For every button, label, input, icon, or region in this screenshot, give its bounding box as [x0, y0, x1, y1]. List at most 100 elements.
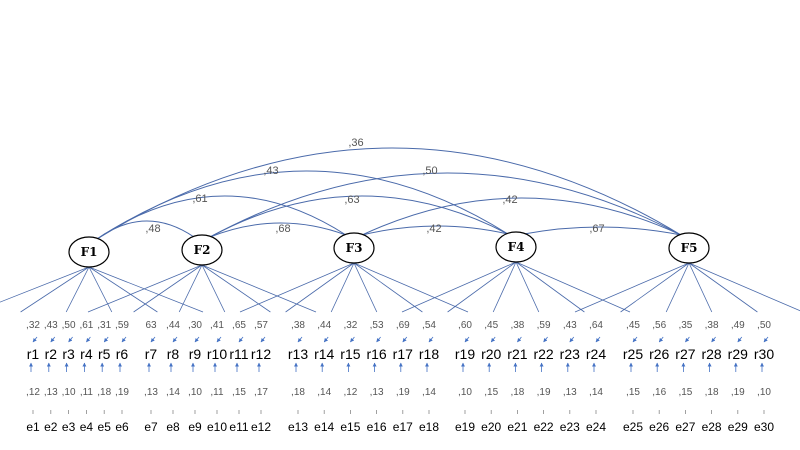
- item-r8: r8: [167, 346, 180, 362]
- loading-arrow-r23: [569, 336, 575, 343]
- error-e30: e30: [754, 420, 774, 434]
- correlation-arcs: [96, 147, 682, 240]
- loading-line-r18: [353, 262, 469, 313]
- loading-value-r16: ,53: [370, 320, 384, 331]
- loading-line-r5: [88, 266, 158, 313]
- correlation-arc-f1-f5: [96, 147, 682, 240]
- error-e12: e12: [251, 420, 271, 434]
- item-r13: r13: [288, 346, 308, 362]
- error-e11: e11: [229, 420, 248, 434]
- loading-arrow-r13: [297, 336, 303, 343]
- loading-arrow-r16: [376, 336, 381, 343]
- diagram-labels: ,48,61,43,36,68,63,50,42,42,67,32r1,12e1…: [26, 137, 774, 434]
- loading-value-r28: ,38: [705, 320, 719, 331]
- error-value-e19: ,10: [458, 387, 472, 398]
- error-value-e14: ,14: [317, 387, 331, 398]
- factor-node-f3: [333, 232, 375, 264]
- error-e9: e9: [188, 420, 202, 434]
- loading-arrow-r25: [632, 336, 638, 343]
- correlation-value-f1-f2: ,48: [145, 223, 160, 235]
- correlation-value-f2-f5: ,50: [422, 165, 437, 177]
- correlation-value-f3-f5: ,42: [502, 194, 517, 206]
- loading-arrow-r5: [103, 336, 109, 343]
- item-r18: r18: [419, 346, 439, 362]
- loading-arrow-r28: [711, 336, 716, 343]
- error-e5: e5: [98, 420, 112, 434]
- error-value-e11: ,15: [232, 387, 246, 398]
- error-value-e22: ,19: [537, 387, 551, 398]
- item-r14: r14: [314, 346, 334, 362]
- error-value-e1: ,12: [26, 387, 40, 398]
- item-r10: r10: [207, 346, 227, 362]
- loading-arrow-r2: [50, 336, 56, 343]
- loading-value-r14: ,44: [317, 320, 331, 331]
- loading-value-r30: ,50: [757, 320, 771, 331]
- loading-line-r20: [447, 261, 517, 313]
- item-r5: r5: [98, 346, 111, 362]
- error-value-e21: ,18: [510, 387, 524, 398]
- error-e16: e16: [367, 420, 387, 434]
- loading-value-r24: ,64: [589, 320, 603, 331]
- loading-line-r26: [620, 262, 690, 313]
- item-r26: r26: [649, 346, 669, 362]
- item-r22: r22: [533, 346, 553, 362]
- loading-value-r18: ,54: [422, 320, 436, 331]
- loading-value-r22: ,59: [537, 320, 551, 331]
- item-r2: r2: [45, 346, 58, 362]
- loading-line-r28: [688, 262, 713, 313]
- loading-value-r10: ,41: [210, 320, 224, 331]
- loading-arrow-r8: [172, 336, 178, 343]
- error-value-e29: ,19: [731, 387, 745, 398]
- error-value-e23: ,13: [563, 387, 577, 398]
- loading-arrow-r3: [68, 336, 73, 343]
- error-value-e20: ,15: [484, 387, 498, 398]
- loading-value-r3: ,50: [62, 320, 76, 331]
- loading-arrow-r14: [323, 336, 329, 343]
- error-e23: e23: [560, 420, 580, 434]
- loading-line-r4: [88, 266, 113, 313]
- item-r28: r28: [701, 346, 721, 362]
- item-r29: r29: [728, 346, 748, 362]
- loading-line-r6: [88, 266, 204, 313]
- error-value-e9: ,10: [188, 387, 202, 398]
- item-r19: r19: [455, 346, 475, 362]
- item-r3: r3: [62, 346, 75, 362]
- loading-value-r5: ,31: [97, 320, 111, 331]
- loading-arrow-r24: [595, 336, 601, 343]
- loading-value-r25: ,45: [626, 320, 640, 331]
- error-value-e30: ,10: [757, 387, 771, 398]
- loading-value-r12: ,57: [254, 320, 268, 331]
- loading-value-r26: ,56: [652, 320, 666, 331]
- loading-value-r1: ,32: [26, 320, 40, 331]
- error-value-e24: ,14: [589, 387, 603, 398]
- error-value-e26: ,16: [652, 387, 666, 398]
- error-e8: e8: [166, 420, 180, 434]
- error-e2: e2: [44, 420, 58, 434]
- loading-arrow-r15: [350, 336, 355, 343]
- item-r23: r23: [560, 346, 580, 362]
- loading-line-r13: [239, 262, 355, 313]
- error-e20: e20: [481, 420, 501, 434]
- factor-label-f2: F2: [194, 243, 211, 257]
- error-e13: e13: [288, 420, 308, 434]
- item-r12: r12: [251, 346, 271, 362]
- loading-value-r19: ,60: [458, 320, 472, 331]
- error-e4: e4: [80, 420, 94, 434]
- error-value-e4: ,11: [80, 387, 94, 398]
- error-value-e27: ,15: [678, 387, 692, 398]
- loading-arrow-r19: [464, 336, 470, 343]
- error-e14: e14: [314, 420, 334, 434]
- factor-node-f5: [668, 232, 710, 264]
- error-e15: e15: [340, 420, 360, 434]
- error-e21: e21: [507, 420, 527, 434]
- correlation-arc-f3-f4: [361, 225, 509, 236]
- error-value-e2: ,13: [44, 387, 58, 398]
- error-e27: e27: [675, 420, 695, 434]
- factor-node-f4: [495, 231, 537, 263]
- error-e29: e29: [728, 420, 748, 434]
- loading-line-r23: [515, 261, 585, 313]
- correlation-arc-f2-f4: [209, 195, 509, 238]
- correlation-arc-f2-f5: [209, 172, 682, 238]
- correlation-arc-f3-f5: [361, 197, 682, 236]
- loading-value-r4: ,61: [79, 320, 93, 331]
